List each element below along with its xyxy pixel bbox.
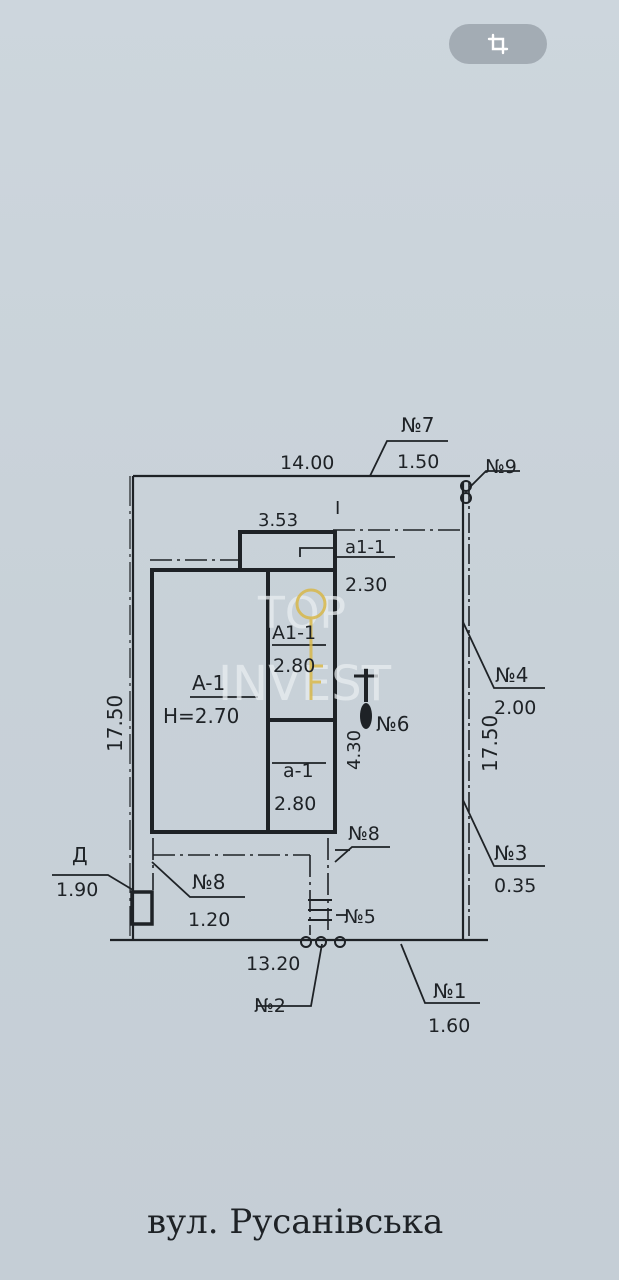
room-a1-1-code: a1-1 [345,537,385,558]
marker-3-num: №3 [494,841,528,865]
dash-dot-lines [150,529,460,935]
dim-inner-top: 3.53 [258,510,298,531]
room-a-value: H=2.70 [163,704,239,728]
marker-4-value: 2.00 [494,697,536,719]
watermark: TOP INVEST [218,588,392,712]
d-label: Д [72,843,88,867]
dim-bottom: 13.20 [246,953,300,975]
marker-8b-value: 1.20 [188,909,230,931]
room-a1-1-value: 2.30 [345,574,387,596]
room-A1-1-code: A1-1 [272,622,316,644]
marker-7-value: 1.50 [397,451,439,473]
gate-5 [300,899,346,948]
crop-button[interactable] [449,24,547,64]
room-a-code: A-1 [192,671,225,695]
marker-2-num: №2 [254,995,286,1017]
dim-right: 17.50 [478,715,502,772]
leader-lines [52,440,545,1007]
marker-5-num: №5 [344,906,376,928]
svg-text:INVEST: INVEST [218,656,392,712]
marker-8b-num: №8 [192,870,226,894]
outbuilding-d [130,890,154,926]
crop-icon [487,33,509,55]
marker-6-num: №6 [376,712,410,736]
key-icon [295,588,327,700]
room-a-1-value: 2.80 [274,793,316,815]
dim-top: 14.00 [280,452,334,474]
marker-4-num: №4 [495,663,529,687]
marker-7-num: №7 [401,413,435,437]
marker-1-value: 1.60 [428,1015,470,1037]
building-walls [150,530,337,834]
marker-3-value: 0.35 [494,875,536,897]
dim-inner-side: 4.30 [344,730,365,770]
d-value: 1.90 [56,879,98,901]
room-A1-1-value: 2.80 [273,655,315,677]
well-6 [354,668,378,729]
marker-9-num: №9 [485,456,517,478]
marker-8a-num: №8 [348,823,380,845]
room-a-1-code: a-1 [283,760,314,782]
marker-1-num: №1 [433,979,467,1003]
plot-boundary [110,474,488,942]
dim-left: 17.50 [103,695,127,752]
section-label: I [335,498,340,519]
street-name: вул. Русанівська [147,1202,443,1242]
